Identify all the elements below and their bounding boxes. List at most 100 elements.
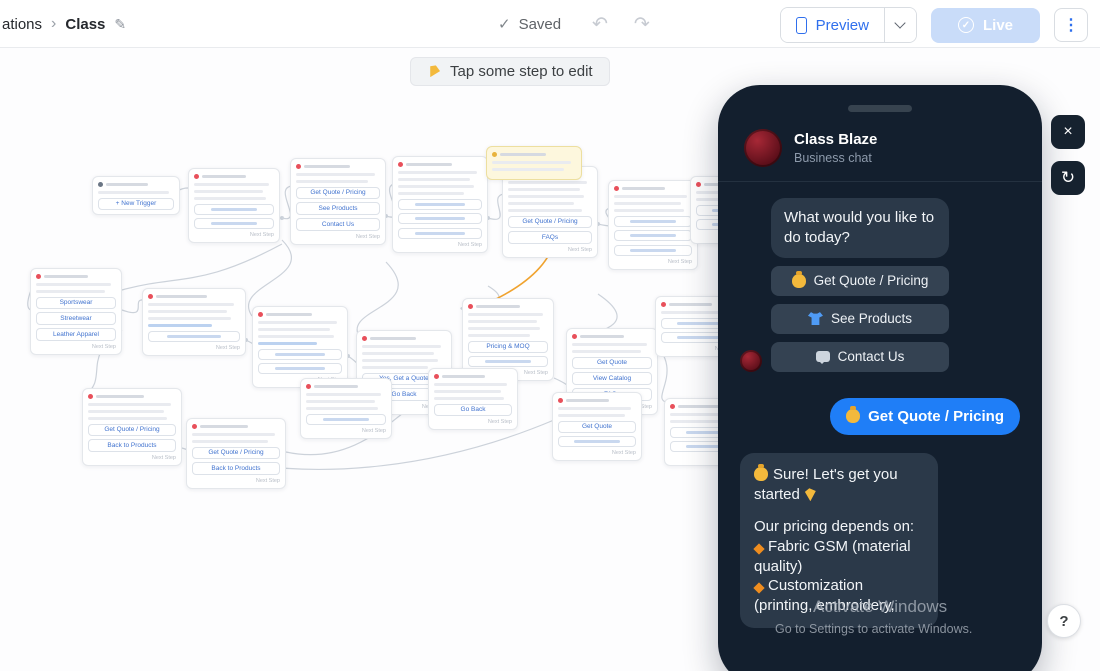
flow-node[interactable]: Next Step <box>392 156 488 253</box>
flow-node[interactable]: Next Step <box>664 398 752 466</box>
preview-dropdown-button[interactable] <box>883 8 916 42</box>
undo-icon[interactable]: ↶ <box>592 13 608 35</box>
quick-reply-button[interactable]: See Products <box>771 303 949 334</box>
smartphone-icon <box>795 16 807 34</box>
node-button[interactable] <box>614 215 692 227</box>
node-button[interactable]: Pricing & MOQ <box>468 340 548 353</box>
chevron-down-icon <box>894 17 907 29</box>
node-header <box>36 274 116 279</box>
node-text-line <box>558 406 632 410</box>
node-button[interactable]: Go Back <box>434 403 512 416</box>
node-button[interactable]: Get Quote / Pricing <box>508 215 592 228</box>
bot-reply-line: Our pricing depends on: <box>754 517 924 537</box>
node-button[interactable]: Sportswear <box>36 296 116 309</box>
node-type-icon <box>306 384 311 389</box>
close-preview-button[interactable]: × <box>1051 115 1085 149</box>
node-button[interactable]: View Catalog <box>572 372 652 385</box>
node-button[interactable]: Streetwear <box>36 312 116 325</box>
node-button[interactable]: Get Quote / Pricing <box>88 423 176 436</box>
node-text-line <box>36 289 105 293</box>
quick-reply-button[interactable]: Get Quote / Pricing <box>771 265 949 296</box>
node-button[interactable]: + New Trigger <box>98 197 174 210</box>
redo-icon[interactable]: ↷ <box>633 13 650 35</box>
kebab-menu-button[interactable]: ⋮ <box>1054 8 1088 42</box>
node-button[interactable]: Get Quote <box>572 356 652 369</box>
node-button[interactable]: Back to Products <box>88 439 176 452</box>
node-button[interactable] <box>194 203 274 215</box>
node-text-line <box>88 416 168 420</box>
node-button[interactable]: See Products <box>296 202 380 215</box>
node-header <box>194 174 274 179</box>
preview-button[interactable]: Preview <box>780 8 884 42</box>
node-button[interactable]: Get Quote <box>558 420 636 433</box>
refresh-icon: ↻ <box>1060 168 1076 187</box>
node-button[interactable] <box>398 213 482 224</box>
node-text-line <box>88 402 171 406</box>
node-text-line <box>296 172 375 176</box>
node-button-label <box>574 440 620 444</box>
flow-node[interactable]: + New Trigger <box>92 176 180 215</box>
node-text-line <box>148 316 231 320</box>
restart-preview-button[interactable]: ↻ <box>1051 161 1085 195</box>
breadcrumb-parent[interactable]: ations <box>2 15 43 33</box>
edit-pencil-icon[interactable]: ✎ <box>114 15 127 32</box>
breadcrumb-current: Class <box>65 15 106 33</box>
node-title <box>314 384 358 389</box>
node-text-line <box>492 160 571 164</box>
node-button[interactable]: Contact Us <box>296 218 380 231</box>
node-button[interactable] <box>398 227 482 239</box>
flow-node[interactable]: Next Step <box>142 288 246 356</box>
node-button-label <box>415 231 465 235</box>
node-button[interactable] <box>148 330 240 342</box>
preview-label: Preview <box>815 16 869 34</box>
flow-node[interactable]: Next Step <box>300 378 392 439</box>
node-text-line <box>306 392 382 396</box>
live-label: Live <box>982 16 1013 34</box>
node-button[interactable] <box>306 413 386 425</box>
node-text-line <box>398 191 464 195</box>
chat-area[interactable]: What would you like to do today? Get Quo… <box>718 182 1042 628</box>
node-button[interactable] <box>558 436 636 448</box>
node-button[interactable] <box>614 230 692 241</box>
node-button[interactable]: Get Quote / Pricing <box>192 446 280 459</box>
node-text-line <box>306 399 375 403</box>
node-button[interactable]: FAQs <box>508 231 592 244</box>
node-button-label <box>415 217 465 220</box>
node-button[interactable] <box>258 348 342 360</box>
node-type-icon <box>670 404 675 409</box>
node-button[interactable] <box>194 218 274 229</box>
node-button[interactable]: Get Quote / Pricing <box>296 186 380 199</box>
node-text-line <box>36 282 112 286</box>
help-button[interactable]: ? <box>1047 604 1081 638</box>
node-title <box>266 312 313 317</box>
node-button-label <box>630 219 676 223</box>
node-button-label <box>677 321 723 325</box>
live-button[interactable]: ✓ Live <box>930 7 1040 43</box>
flow-node[interactable] <box>486 146 582 180</box>
node-title <box>678 404 720 409</box>
diamond-icon <box>753 543 765 555</box>
node-button[interactable] <box>614 244 692 256</box>
node-header <box>468 304 548 309</box>
node-type-icon <box>258 312 263 317</box>
flow-node[interactable]: Next Step <box>608 180 698 270</box>
flow-node[interactable]: Next Step <box>252 306 348 388</box>
node-next-step-label: Next Step <box>667 258 692 265</box>
node-text-line <box>88 409 164 413</box>
flow-node[interactable]: Next Step <box>188 168 280 243</box>
quick-reply-button[interactable]: Contact Us <box>771 341 949 372</box>
node-button[interactable]: Back to Products <box>192 462 280 475</box>
node-button[interactable]: Leather Apparel <box>36 328 116 341</box>
node-button[interactable] <box>468 356 548 368</box>
node-button[interactable] <box>398 198 482 210</box>
node-button[interactable] <box>258 363 342 374</box>
